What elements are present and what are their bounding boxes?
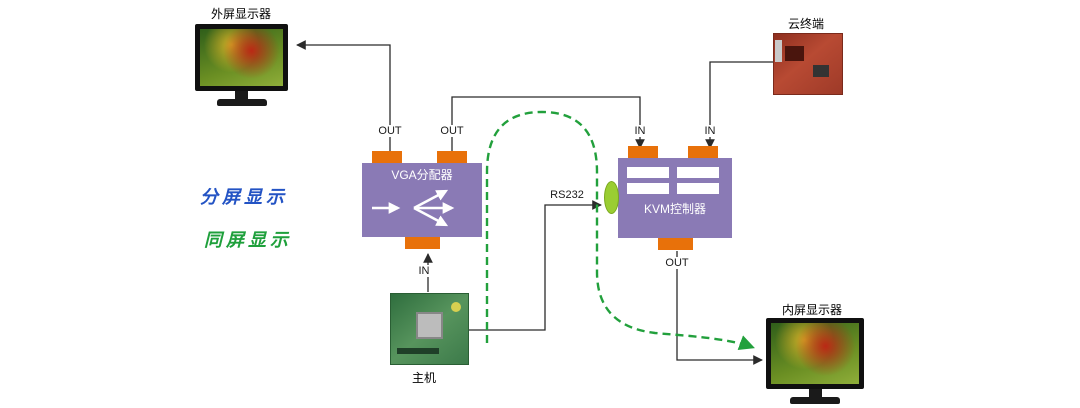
kvm-in-left-label: IN <box>631 125 649 137</box>
vga-in-label: IN <box>415 265 433 277</box>
board-slot-icon <box>397 348 439 354</box>
monitor-neck <box>235 91 248 99</box>
vga-in-port <box>405 236 440 249</box>
internal-monitor-screen <box>766 318 864 389</box>
splitter-arrows-icon <box>372 189 455 227</box>
port-strip-icon <box>775 40 782 62</box>
cpu-socket-icon <box>416 312 443 339</box>
capacitor-icon <box>451 302 461 312</box>
kvm-out-label: OUT <box>662 257 692 269</box>
kvm-slot <box>627 167 669 178</box>
wire-cloud-terminal-to-kvm <box>705 61 773 149</box>
external-monitor-screen <box>195 24 288 91</box>
chip-icon <box>785 46 804 61</box>
wire-host-rs232-to-kvm <box>468 200 602 331</box>
wire-vga-to-kvm <box>451 96 645 152</box>
monitor-neck <box>808 389 822 397</box>
kvm-in-right-label: IN <box>701 125 719 137</box>
vga-out-right-label: OUT <box>437 125 467 137</box>
rs232-label: RS232 <box>547 189 587 201</box>
cloud-terminal-board <box>773 33 843 95</box>
rs232-connector <box>604 181 619 214</box>
kvm-controller-label: KVM控制器 <box>643 202 706 216</box>
external-monitor-label: 外屏显示器 <box>210 7 272 21</box>
wire-vga-to-external-monitor <box>296 40 391 152</box>
vga-splitter-box: VGA分配器 <box>362 163 482 237</box>
host-board <box>390 293 469 365</box>
legend-same-screen: 同屏显示 <box>204 230 292 250</box>
vga-out-port-right <box>437 151 467 164</box>
kvm-controller-box: KVM控制器 <box>618 158 732 238</box>
vga-splitter-label: VGA分配器 <box>391 168 453 182</box>
legend-split-screen: 分屏显示 <box>200 187 288 207</box>
external-monitor <box>195 24 288 106</box>
same-screen-dashed-path <box>485 110 755 351</box>
wire-kvm-to-internal-monitor <box>676 251 763 365</box>
vga-out-left-label: OUT <box>375 125 405 137</box>
monitor-base <box>216 99 267 106</box>
kvm-slot <box>677 167 719 178</box>
chip-icon <box>813 65 829 77</box>
kvm-slot <box>677 183 719 194</box>
cloud-terminal-label: 云终端 <box>787 17 825 31</box>
vga-out-port-left <box>372 151 402 164</box>
internal-monitor-label: 内屏显示器 <box>781 303 843 317</box>
monitor-base <box>790 397 840 404</box>
kvm-in-port-left <box>628 146 658 159</box>
kvm-in-port-right <box>688 146 718 159</box>
host-label: 主机 <box>411 371 437 385</box>
kvm-out-port <box>658 237 693 250</box>
internal-monitor <box>766 318 864 404</box>
kvm-slot <box>627 183 669 194</box>
